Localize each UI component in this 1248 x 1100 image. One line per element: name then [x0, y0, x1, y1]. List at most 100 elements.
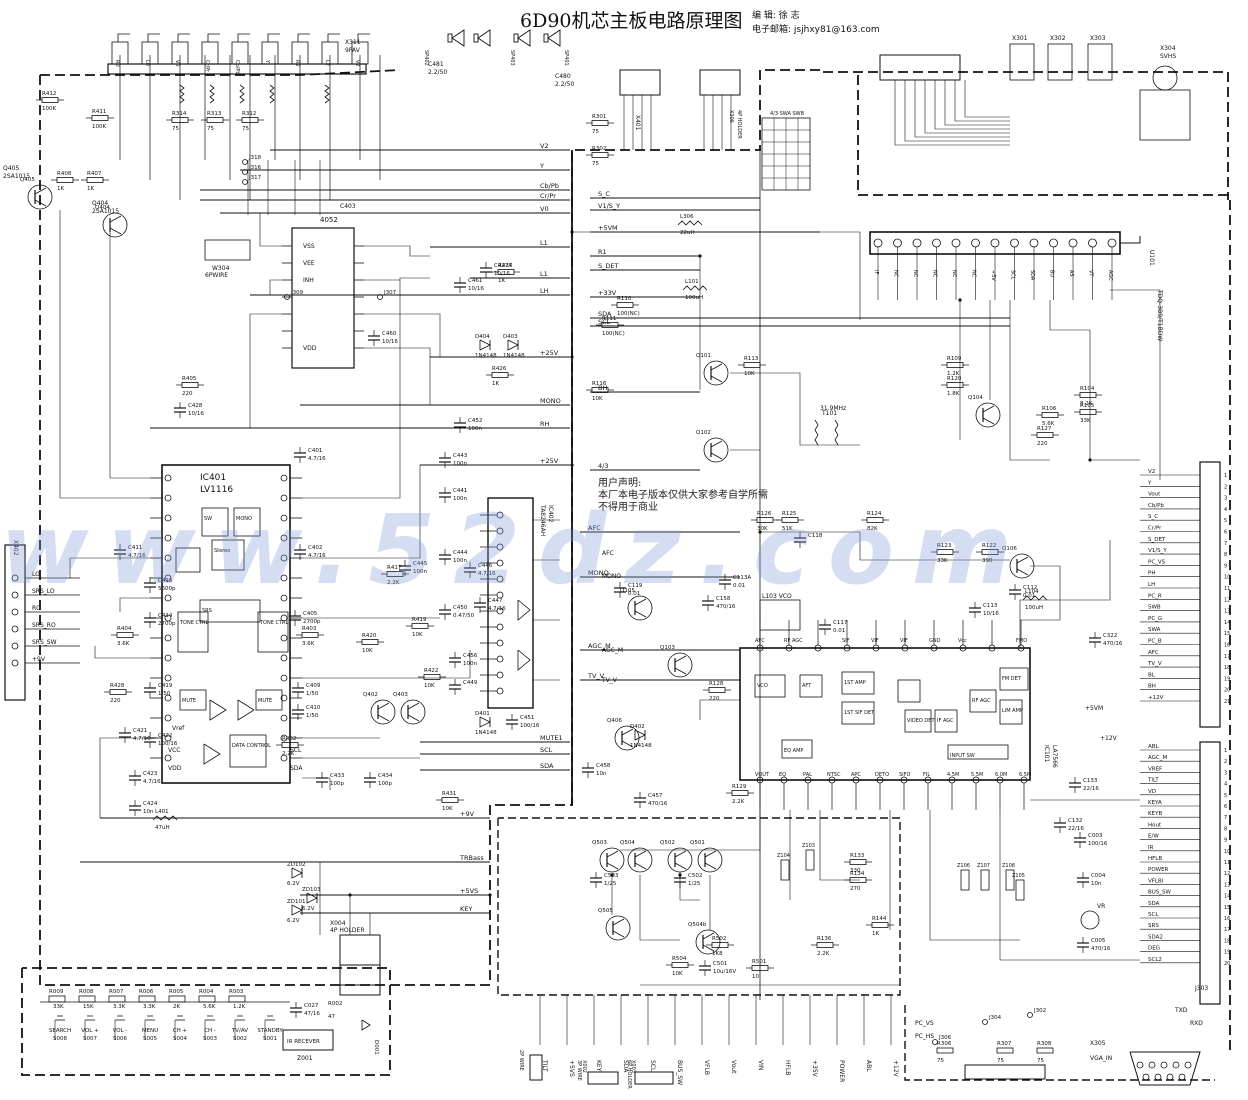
email-address: jsjhxy81@163.com	[793, 25, 880, 35]
ic401-block-label: TONE CTRL	[179, 620, 208, 626]
j303-pin-number: 13	[1224, 609, 1230, 615]
x402-pin-label: LO	[32, 571, 40, 578]
transistor-q502	[667, 847, 693, 873]
j303-pin-label: VFLBI	[1148, 878, 1164, 884]
capacitor-ref: C424	[143, 801, 158, 807]
resistor-value: 10K	[744, 371, 755, 377]
wire	[319, 861, 490, 935]
jumper-j317	[242, 179, 248, 185]
vga-pin	[1166, 1073, 1174, 1081]
bus-5vs-label: +5VS	[460, 887, 478, 895]
j303-pin-label: SCL2	[1148, 957, 1162, 963]
ic401-block-srs	[199, 599, 261, 623]
svhs-block	[1139, 89, 1191, 141]
transistor-emitter	[674, 862, 687, 870]
wire	[302, 465, 421, 559]
note-line-1: 用户声明:	[598, 478, 642, 489]
j303-pin-label: E/W	[1148, 834, 1159, 840]
ic402-pin	[496, 527, 504, 535]
txd-label: TXD	[1174, 1007, 1188, 1014]
resistor-ref: R134	[850, 871, 865, 877]
ic402-pin	[496, 639, 504, 647]
jack-lead	[117, 33, 130, 42]
av-jack-label: Cb/Pb	[234, 60, 240, 75]
av-jack-label: R0	[114, 60, 120, 67]
bottom-pin-label: SCL	[649, 1060, 656, 1072]
resistor-r426	[491, 372, 509, 378]
resistor-value: 100(NC)	[617, 311, 640, 317]
wire	[249, 313, 282, 428]
transistor-q505	[605, 915, 631, 941]
transistor-q503	[599, 847, 625, 873]
j303-pin-number: 20	[1224, 961, 1230, 967]
bottom-pin-label: Vout	[730, 1060, 737, 1074]
wire	[679, 875, 700, 901]
resistor-ref: R123	[937, 543, 952, 549]
av-panel-boundary	[857, 75, 1230, 196]
vga-pin	[1172, 1061, 1180, 1069]
ic401-vdd-label: VDD	[168, 765, 182, 772]
wire	[94, 646, 150, 659]
wire	[59, 210, 150, 499]
resistor-value: 100K	[42, 106, 56, 112]
bottom-pin-label: BUS_SW	[676, 1060, 683, 1085]
capacitor-ref: C450	[453, 605, 468, 611]
keypad-resistor-ref: R004	[199, 989, 214, 995]
ic402-pin	[496, 655, 504, 663]
ic402-box	[487, 497, 534, 709]
resistor-r128	[708, 687, 726, 693]
ic401-block-data-control	[229, 734, 267, 768]
tuner-pin-label: VT	[1088, 270, 1094, 277]
resistor-r428	[109, 689, 127, 695]
resistor-value: 5.6K	[1042, 421, 1055, 427]
ic101-block-fm-det	[999, 667, 1029, 691]
speaker-magnet	[447, 33, 453, 43]
resistor-value: 75	[1037, 1058, 1044, 1064]
keypad-resistor	[78, 995, 96, 1003]
wire	[929, 810, 1020, 941]
x003-ref: X003	[630, 1060, 636, 1073]
capacitor-ref: C119	[628, 583, 643, 589]
j303-pin-number: 4	[1224, 782, 1227, 788]
filter-z105	[1015, 879, 1025, 901]
capacitor-value: 100/16	[1088, 841, 1108, 847]
mono-label: MONO	[602, 573, 621, 580]
ic401-vref-label: Vref	[172, 725, 185, 732]
j303-upper-block	[1199, 461, 1221, 728]
j303-pin-number: 7	[1224, 815, 1227, 821]
j303-pin-number: 14	[1224, 894, 1230, 900]
capacitor-ref: C118	[808, 533, 823, 539]
tuner-pin	[873, 238, 883, 248]
ic101-block-vco	[754, 674, 786, 698]
resistor-r411	[91, 115, 109, 121]
j303-pin-number: 17	[1224, 654, 1230, 660]
transistor-collector	[34, 187, 47, 195]
ic402-pin	[496, 559, 504, 567]
bottom-pin-label: +35V	[811, 1060, 818, 1078]
resistor-r126	[756, 517, 774, 523]
resistor-r123	[936, 549, 954, 555]
av-panel-wire	[924, 80, 1010, 134]
x311-label: 9PAV	[345, 47, 361, 54]
video-bottom-boundary	[497, 817, 901, 996]
tilt-connector	[529, 1054, 543, 1081]
ic101-block-label: AFT	[802, 683, 812, 689]
keypad-resistor-ref: R006	[139, 989, 154, 995]
junction-dot	[610, 873, 614, 877]
bus-s-det-label: S_DET	[598, 262, 618, 270]
capacitor-ref: C422	[158, 733, 172, 739]
speaker-icon	[477, 29, 491, 47]
ic401-block-label: SRS	[202, 608, 212, 614]
w304-connector	[204, 239, 251, 261]
c403-ref: C403	[340, 203, 356, 210]
junction-dot	[348, 893, 352, 897]
x402-ref: X402	[12, 540, 19, 556]
ic101-bot-pin-label: EQ	[779, 772, 786, 778]
ic401-block-mix	[175, 547, 201, 573]
jack-lead	[357, 33, 370, 42]
ic401-pin	[280, 654, 288, 662]
capacitor-value: 1/25	[688, 881, 701, 887]
x402-pin-label: SRS_SW	[32, 639, 57, 646]
resistor-ref: R129	[732, 784, 747, 790]
capacitor-value: 1/50	[306, 691, 319, 697]
